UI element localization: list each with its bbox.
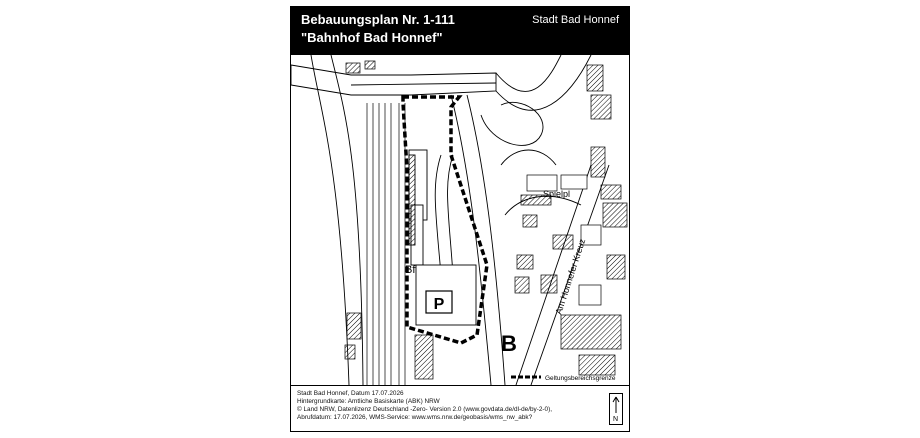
- footer: Stadt Bad Honnef, Datum 17.07.2026 Hinte…: [291, 385, 629, 432]
- playground-label: Spielpl: [543, 189, 570, 199]
- boundary-line: [401, 95, 489, 345]
- title-bar: Bebauungsplan Nr. 1-111 "Bahnhof Bad Hon…: [291, 7, 629, 55]
- map-area: P Bf Spielpl Am Honnefer Kreuz B Geltung…: [291, 55, 629, 385]
- map-sheet: Bebauungsplan Nr. 1-111 "Bahnhof Bad Hon…: [290, 6, 630, 432]
- footer-line-1: Stadt Bad Honnef, Datum 17.07.2026: [297, 390, 404, 397]
- north-label: N: [613, 416, 619, 423]
- railway-tracks: [366, 103, 406, 385]
- parking-icon: P: [434, 296, 445, 313]
- map-svg: P Bf Spielpl Am Honnefer Kreuz B Geltung…: [291, 55, 628, 385]
- outline-buildings: [526, 174, 602, 306]
- footer-line-2: Hintergrundkarte: Amtliche Basiskarte (A…: [297, 398, 440, 405]
- footer-line-4: Abrufdatum: 17.07.2026, WMS-Service: www…: [297, 414, 533, 421]
- station-label: Bf: [405, 264, 416, 276]
- bus-stop-icon: B: [501, 331, 517, 356]
- bridge-overpass: [291, 64, 497, 96]
- parking-box: [425, 290, 453, 314]
- city-name: Stadt Bad Honnef: [532, 14, 619, 26]
- svg-text:B: B: [501, 331, 517, 356]
- footer-line-3: © Land NRW, Datenlizenz Deutschland -Zer…: [297, 406, 553, 413]
- buildings: [344, 60, 628, 380]
- north-arrow-icon: N: [609, 393, 623, 425]
- plan-title: Bebauungsplan Nr. 1-111: [301, 12, 455, 27]
- legend-boundary-label: Geltungsbereichsgrenze: [545, 375, 616, 382]
- plan-subtitle: "Bahnhof Bad Honnef": [301, 30, 443, 45]
